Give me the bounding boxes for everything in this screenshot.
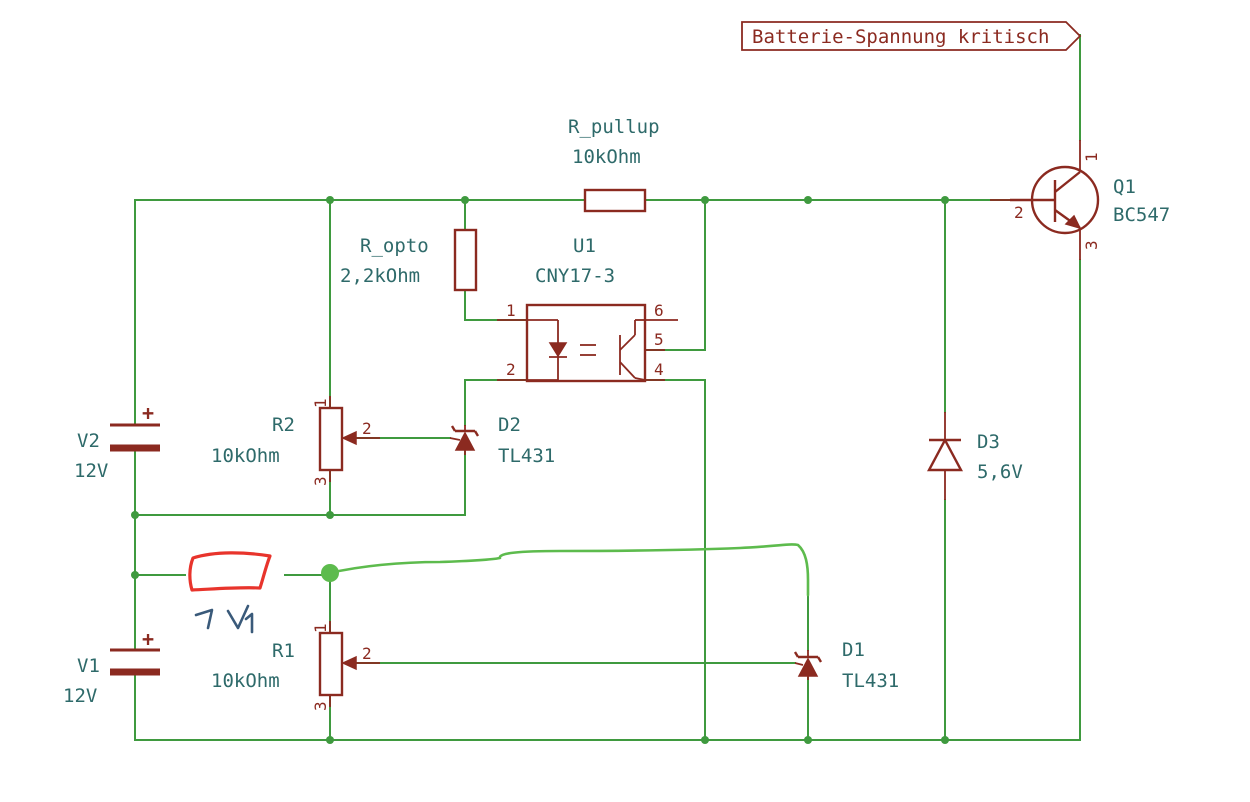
v1-plus-sign: + [142,627,154,651]
r2-ref: R2 [272,414,295,436]
r2-pin-1: 1 [311,398,330,408]
v2-value: 12V [74,460,108,482]
u1-pin-2: 2 [506,360,516,379]
v1-ref: V1 [77,655,100,677]
resistor-r-pullup[interactable]: R_pullup 10kOhm [568,116,660,213]
q1-pin-2: 2 [1014,203,1024,222]
r1-pin-1: 1 [311,623,330,633]
shunt-regulator-d2[interactable]: D2 TL431 [449,414,555,467]
zener-diode-d3[interactable]: D3 5,6V [927,412,1023,500]
r-pullup-value: 10kOhm [572,146,641,168]
v2-plus-sign: + [142,401,154,425]
hand-drawn-junction [321,564,339,582]
q1-pin-1: 1 [1082,152,1101,162]
u1-pin-4: 4 [654,360,664,379]
global-label-text: Batterie-Spannung kritisch [752,26,1049,48]
u1-ref: U1 [573,235,596,257]
r-opto-value: 2,2kOhm [340,265,420,287]
global-label-battery-critical[interactable]: Batterie-Spannung kritisch [741,21,1082,51]
r2-pin-2: 2 [362,419,372,438]
q1-ref: Q1 [1113,176,1136,198]
wires [134,34,1081,741]
r1-ref: R1 [272,640,295,662]
u1-pin-6: 6 [654,301,664,320]
v1-value: 12V [63,685,97,707]
d3-ref: D3 [977,431,1000,453]
battery-v2[interactable]: + V2 12V [74,401,160,482]
d1-value: TL431 [842,670,899,692]
u1-pin-5: 5 [654,330,664,349]
q1-value: BC547 [1113,204,1170,226]
transistor-q1[interactable]: 1 2 3 Q1 BC547 [990,140,1170,260]
r1-pin-3: 3 [311,701,330,711]
hand-drawn-resistor [188,551,272,592]
hand-drawn-value-note [194,604,254,634]
d3-value: 5,6V [977,461,1023,483]
u1-pin-1: 1 [506,301,516,320]
v2-ref: V2 [77,430,100,452]
shunt-regulator-d1[interactable]: D1 TL431 [793,639,899,692]
potentiometer-r1[interactable]: 1 2 3 R1 10kOhm [211,621,380,711]
battery-v1[interactable]: + V1 12V [63,627,160,707]
r2-value: 10kOhm [211,445,280,467]
junctions [131,196,949,744]
d1-ref: D1 [842,639,865,661]
r-opto-ref: R_opto [360,235,429,257]
q1-pin-3: 3 [1082,240,1101,250]
r-pullup-ref: R_pullup [568,116,660,138]
u1-value: CNY17-3 [535,265,615,287]
d2-value: TL431 [498,445,555,467]
resistor-r-opto[interactable]: R_opto 2,2kOhm [340,228,478,292]
optocoupler-u1[interactable]: 1 2 6 5 4 U1 CNY17-3 [497,235,678,383]
potentiometer-r2[interactable]: 1 2 3 R2 10kOhm [211,396,380,486]
hand-drawn-wire [321,543,810,597]
d2-ref: D2 [498,414,521,436]
r1-value: 10kOhm [211,670,280,692]
r1-pin-2: 2 [362,644,372,663]
r2-pin-3: 3 [311,476,330,486]
